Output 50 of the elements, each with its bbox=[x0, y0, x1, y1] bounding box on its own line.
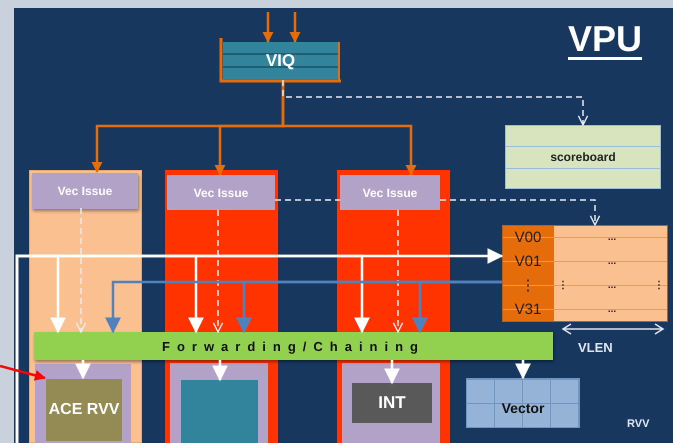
register-name: ⋮ bbox=[520, 276, 536, 294]
arrow bbox=[412, 280, 502, 334]
unit-label: INT bbox=[378, 393, 406, 413]
annotation-label: VLEN bbox=[578, 340, 613, 355]
arrow bbox=[282, 80, 416, 176]
register-cell-text: ... bbox=[608, 256, 616, 268]
dashed-arrow bbox=[282, 80, 588, 126]
dashed-arrow bbox=[76, 208, 86, 333]
register-name: V31 bbox=[514, 300, 542, 318]
unit-box bbox=[46, 379, 122, 441]
register-name: V01 bbox=[514, 253, 542, 270]
unit-box bbox=[181, 380, 258, 443]
register-cell-text: ... bbox=[608, 304, 616, 315]
issue-label: Vec Issue bbox=[58, 184, 112, 198]
scoreboard-box bbox=[505, 125, 661, 189]
arrow bbox=[290, 12, 300, 43]
unit-panel bbox=[342, 363, 440, 443]
register-cell-text: ... bbox=[608, 232, 616, 244]
arrow bbox=[75, 360, 91, 380]
slide-title: VPU bbox=[568, 18, 642, 60]
unit-label: ACE RVV bbox=[48, 400, 120, 420]
issue-box bbox=[32, 173, 138, 209]
issue-label: Vec Issue bbox=[194, 186, 248, 200]
register-cell-text: ⋮ bbox=[654, 279, 664, 292]
issue-label: Vec Issue bbox=[362, 186, 418, 200]
arrow bbox=[212, 360, 228, 382]
arrow bbox=[515, 360, 531, 380]
forwarding-label: Forwarding/Chaining bbox=[162, 338, 425, 354]
issue-box bbox=[340, 175, 440, 210]
dashed-arrow bbox=[212, 210, 224, 333]
queue-label: VIQ bbox=[266, 51, 296, 71]
annotation-label: RVV bbox=[627, 418, 650, 430]
vector-unit-grid bbox=[466, 378, 580, 428]
forwarding-bar bbox=[34, 332, 553, 360]
issue-box bbox=[167, 175, 275, 210]
dashed-arrow bbox=[440, 199, 600, 226]
dashed-arrow bbox=[392, 210, 404, 333]
arrow bbox=[262, 12, 274, 43]
unit-label: Vector bbox=[502, 400, 544, 416]
arrow bbox=[0, 364, 46, 381]
arrow bbox=[16, 254, 370, 443]
unit-panel bbox=[35, 364, 131, 443]
arrow bbox=[384, 360, 400, 384]
register-name: V00 bbox=[514, 229, 542, 246]
register-cell-text: ⋮ bbox=[558, 279, 568, 292]
unit-panel bbox=[170, 363, 268, 443]
register-file-grid bbox=[502, 225, 668, 322]
scoreboard-label: scoreboard bbox=[550, 150, 616, 164]
register-cell-text: ... bbox=[608, 280, 616, 291]
unit-box bbox=[352, 383, 432, 423]
